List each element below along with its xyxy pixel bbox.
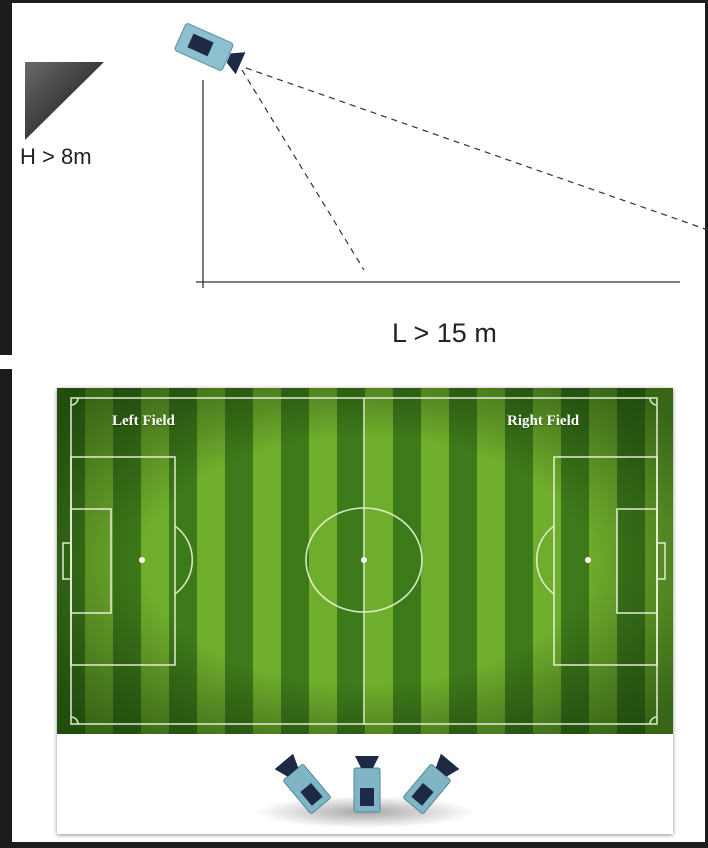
soccer-pitch [57, 388, 673, 734]
soccer-field-panel: Left Field Right Field [57, 388, 673, 834]
far-view-ray [246, 68, 708, 230]
camera-geometry-diagram [0, 0, 708, 380]
bottom-border [0, 842, 708, 848]
distance-label: L > 15 m [392, 318, 497, 349]
left-field-label: Left Field [112, 413, 175, 430]
height-label: H > 8m [20, 144, 92, 170]
near-view-ray [242, 70, 364, 270]
height-indicator-triangle [25, 62, 104, 140]
camera-array [57, 734, 673, 834]
camera-center-icon [354, 756, 380, 812]
right-field-label: Right Field [507, 413, 579, 430]
camera-icon [174, 23, 246, 77]
